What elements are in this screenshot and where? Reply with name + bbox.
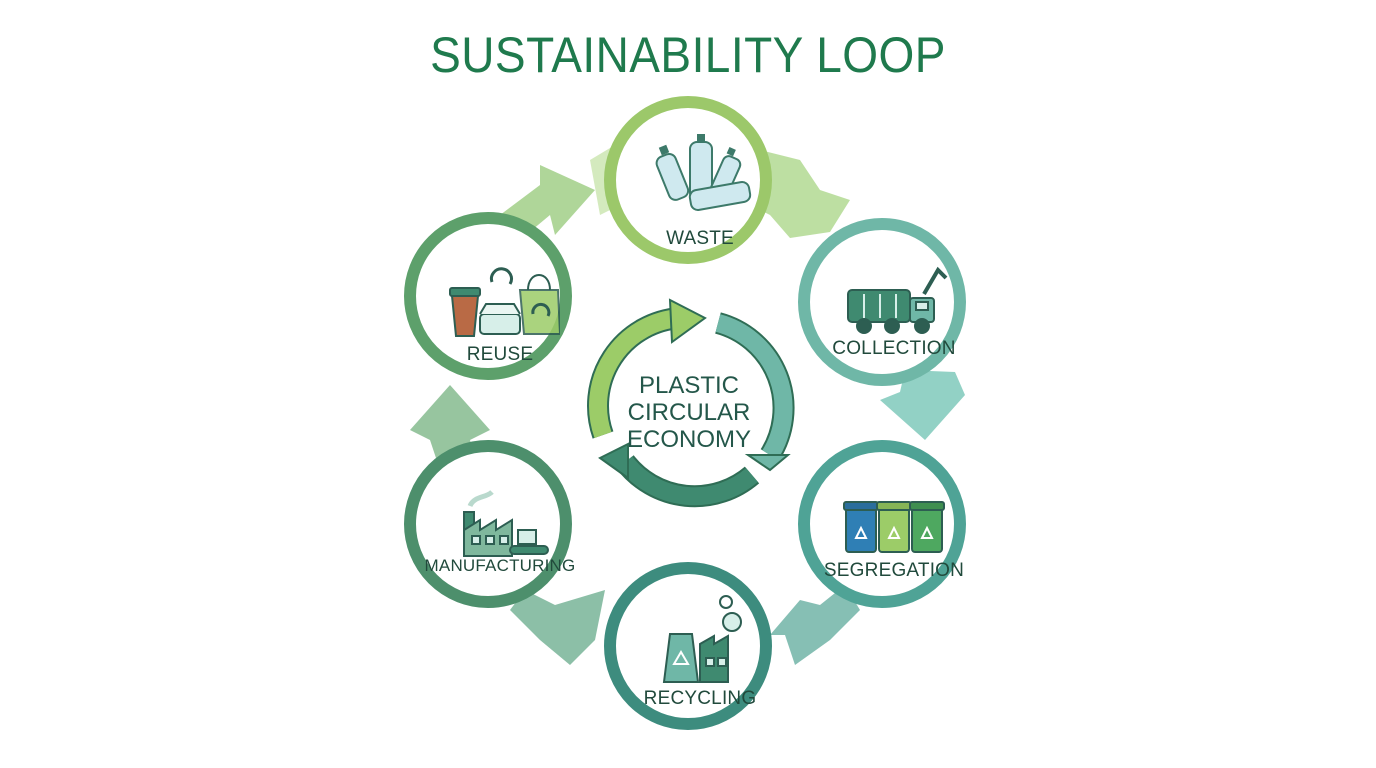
arrow-segregation-to-recycling xyxy=(770,585,860,665)
garbage-truck-icon xyxy=(847,266,948,334)
center-line-2: CIRCULAR xyxy=(627,399,751,426)
stage-reuse: REUSE xyxy=(404,212,572,380)
factory-conveyor-icon xyxy=(463,490,549,557)
stage-segregation-label: SEGREGATION xyxy=(823,560,965,581)
recycling-plant-icon xyxy=(662,595,742,683)
page-title: SUSTAINABILITY LOOP xyxy=(430,27,946,83)
stage-manufacturing-label: MANUFACTURING xyxy=(424,556,576,575)
stage-manufacturing: MANUFACTURING xyxy=(404,440,575,608)
stage-recycling: RECYCLING xyxy=(604,562,772,730)
stage-segregation: SEGREGATION xyxy=(798,440,966,608)
stage-recycling-label: RECYCLING xyxy=(643,688,757,709)
arrow-recycling-to-manufacturing xyxy=(510,590,605,665)
center-line-1: PLASTIC xyxy=(638,372,740,399)
stage-collection-label: COLLECTION xyxy=(832,338,956,359)
recycling-bins-icon xyxy=(843,501,945,553)
stage-collection: COLLECTION xyxy=(798,218,966,386)
center-label: PLASTIC CIRCULAR ECONOMY xyxy=(619,372,759,453)
reusable-items-icon xyxy=(449,267,560,337)
stage-waste: WASTE xyxy=(604,96,772,264)
plastic-bottles-icon xyxy=(655,134,752,211)
arrow-collection-to-segregation xyxy=(880,370,965,440)
stage-waste-label: WASTE xyxy=(666,228,734,249)
center-cycle-icon xyxy=(587,298,795,508)
stage-reuse-label: REUSE xyxy=(466,344,534,365)
center-line-3: ECONOMY xyxy=(626,426,751,453)
